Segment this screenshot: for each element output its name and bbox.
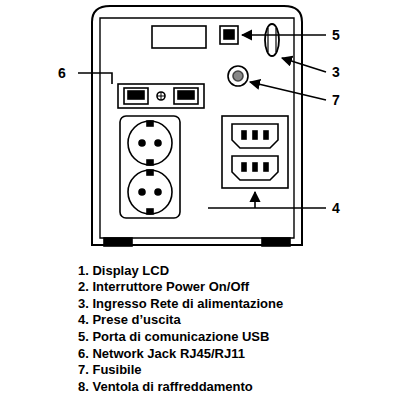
- legend-item: 6. Network Jack RJ45/RJ11: [78, 347, 245, 360]
- legend-item: 7. Fusibile: [78, 363, 142, 376]
- callout-number: 4: [332, 201, 340, 215]
- callout-number: 3: [332, 65, 340, 79]
- legend-item: 2. Interruttore Power On/Off: [78, 280, 249, 293]
- callout-number: 5: [332, 28, 340, 42]
- legend-item: 5. Porta di comunicazione USB: [78, 330, 269, 343]
- legend-item: 1. Display LCD: [78, 264, 169, 277]
- callout-number: 7: [332, 93, 340, 107]
- legend-item: 4. Prese d’uscita: [78, 313, 181, 326]
- legend-item: 3. Ingresso Rete di alimentazione: [78, 297, 283, 310]
- callout-number: 6: [58, 66, 66, 80]
- legend-item: 8. Ventola di raffreddamento: [78, 380, 253, 393]
